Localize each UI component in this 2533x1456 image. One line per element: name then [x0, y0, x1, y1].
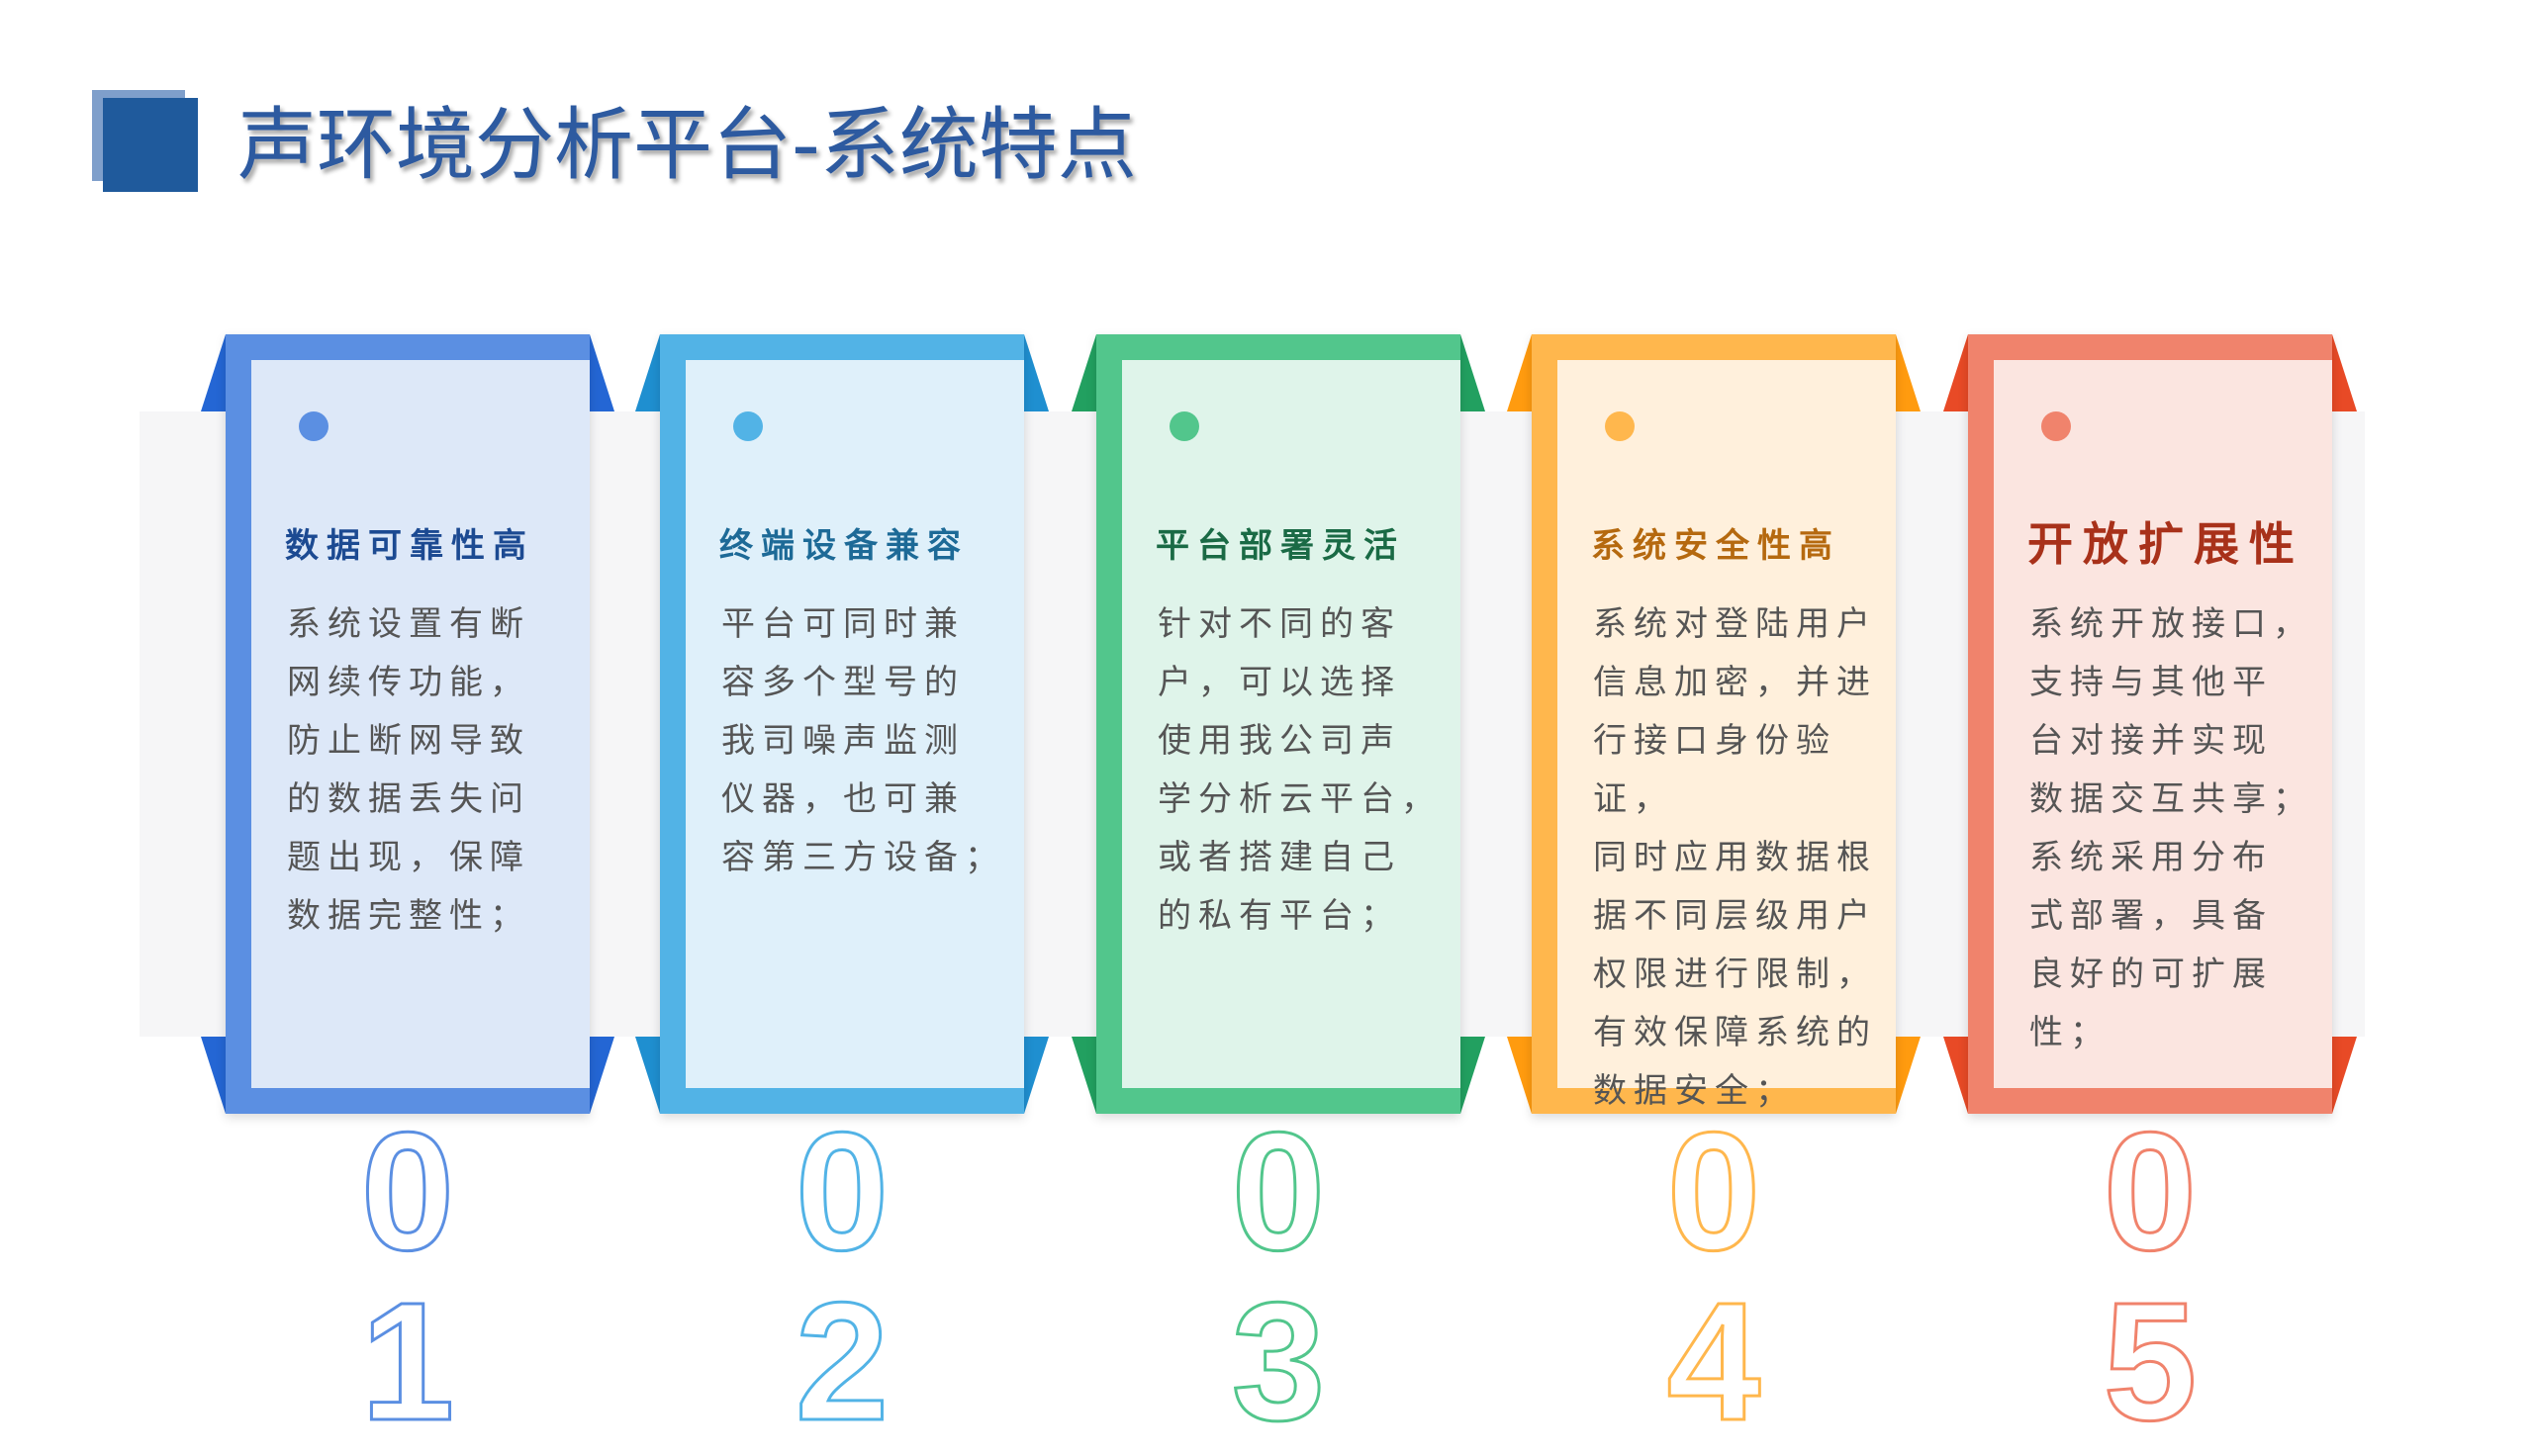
card-number-digit: 0: [2102, 1098, 2199, 1286]
feature-card: 系统安全性高 系统对登陆用户 信息加密，并进 行接口身份验证， 同时应用数据根 …: [1507, 334, 1921, 1114]
feature-card: 终端设备兼容 平台可同时兼 容多个型号的 我司噪声监测 仪器，也可兼 容第三方设…: [635, 334, 1049, 1114]
corner-fold: [1460, 1037, 1485, 1114]
card-number-digit: 5: [2102, 1268, 2199, 1456]
corner-fold: [590, 334, 614, 411]
dot-icon: [299, 411, 328, 441]
corner-fold: [1460, 334, 1485, 411]
corner-fold: [1896, 334, 1921, 411]
card-description: 系统开放接口， 支持与其他平 台对接并实现 数据交互共享； 系统采用分布 式部署…: [2029, 604, 2313, 1052]
corner-fold: [1024, 1037, 1049, 1114]
page-title: 声环境分析平台-系统特点: [237, 99, 1137, 191]
corner-fold: [1896, 1037, 1921, 1114]
card-number-digit: 0: [794, 1098, 891, 1286]
card-panel: 平台部署灵活 针对不同的客 户，可以选择 使用我公司声 学分析云平台， 或者搭建…: [1122, 360, 1460, 1088]
card-description: 平台可同时兼 容多个型号的 我司噪声监测 仪器，也可兼 容第三方设备；: [721, 604, 1005, 877]
feature-card: 数据可靠性高 系统设置有断 网续传功能， 防止断网导致 的数据丢失问 题出现，保…: [201, 334, 614, 1114]
card-number-digit: 1: [359, 1268, 456, 1456]
corner-fold: [590, 1037, 614, 1114]
card-number-digit: 2: [794, 1268, 891, 1456]
corner-fold: [635, 1037, 660, 1114]
card-number-digit: 0: [359, 1098, 456, 1286]
card-number-digit: 3: [1230, 1268, 1327, 1456]
dot-icon: [733, 411, 763, 441]
corner-fold: [1507, 1037, 1532, 1114]
corner-fold: [1072, 334, 1096, 411]
card-panel: 数据可靠性高 系统设置有断 网续传功能， 防止断网导致 的数据丢失问 题出现，保…: [251, 360, 590, 1088]
card-description: 针对不同的客 户，可以选择 使用我公司声 学分析云平台， 或者搭建自己 的私有平…: [1158, 604, 1442, 936]
corner-fold: [1943, 334, 1968, 411]
card-title: 系统安全性高: [1591, 526, 1840, 566]
corner-fold: [2332, 334, 2357, 411]
title-decoration-front: [103, 98, 198, 192]
corner-fold: [201, 334, 226, 411]
card-number-digit: 0: [1230, 1098, 1327, 1286]
card-title: 开放扩展性: [2027, 517, 2304, 571]
corner-fold: [2332, 1037, 2357, 1114]
card-number-digit: 4: [1665, 1268, 1762, 1456]
card-description: 系统设置有断 网续传功能， 防止断网导致 的数据丢失问 题出现，保障 数据完整性…: [287, 604, 530, 936]
dot-icon: [2041, 411, 2071, 441]
feature-card: 平台部署灵活 针对不同的客 户，可以选择 使用我公司声 学分析云平台， 或者搭建…: [1072, 334, 1485, 1114]
corner-fold: [1024, 334, 1049, 411]
card-panel: 终端设备兼容 平台可同时兼 容多个型号的 我司噪声监测 仪器，也可兼 容第三方设…: [686, 360, 1024, 1088]
corner-fold: [1943, 1037, 1968, 1114]
card-panel: 开放扩展性 系统开放接口， 支持与其他平 台对接并实现 数据交互共享； 系统采用…: [1994, 360, 2332, 1088]
card-title: 终端设备兼容: [719, 526, 969, 566]
corner-fold: [1072, 1037, 1096, 1114]
corner-fold: [635, 334, 660, 411]
card-panel: 系统安全性高 系统对登陆用户 信息加密，并进 行接口身份验证， 同时应用数据根 …: [1557, 360, 1896, 1111]
card-number-digit: 0: [1665, 1098, 1762, 1286]
corner-fold: [1507, 334, 1532, 411]
corner-fold: [201, 1037, 226, 1114]
card-description: 系统对登陆用户 信息加密，并进 行接口身份验证， 同时应用数据根 据不同层级用户…: [1593, 604, 1877, 1111]
feature-card: 开放扩展性 系统开放接口， 支持与其他平 台对接并实现 数据交互共享； 系统采用…: [1943, 334, 2357, 1114]
dot-icon: [1605, 411, 1635, 441]
dot-icon: [1170, 411, 1199, 441]
card-title: 数据可靠性高: [285, 526, 534, 566]
card-title: 平台部署灵活: [1156, 526, 1405, 566]
